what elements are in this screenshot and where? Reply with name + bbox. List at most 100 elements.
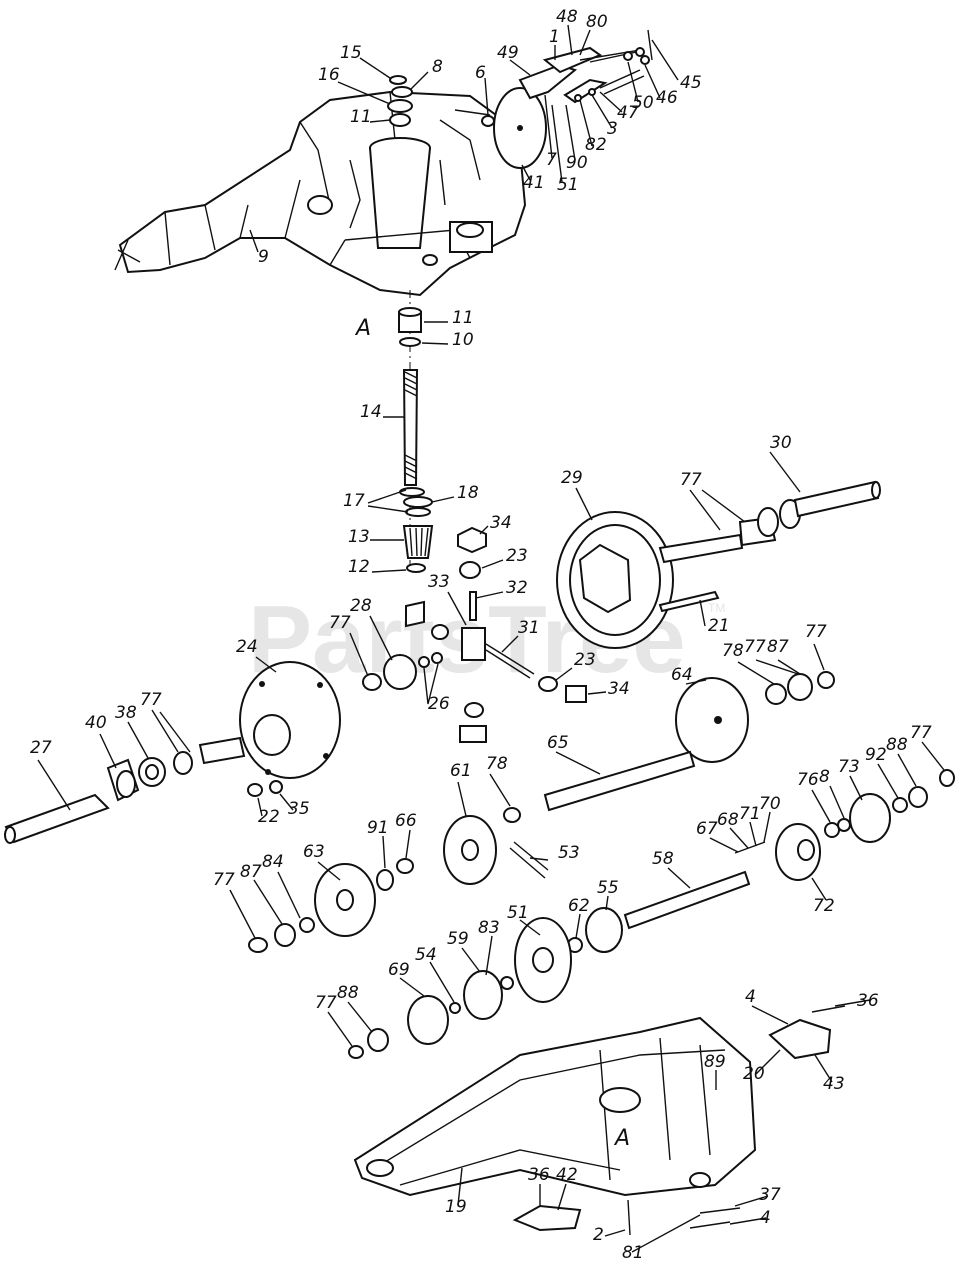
callout-c78a: 78 <box>722 641 744 661</box>
callout-c69: 69 <box>388 960 410 980</box>
axle-cover <box>239 661 341 779</box>
callout-c65: 65 <box>547 733 569 753</box>
callout-c45: 45 <box>680 73 702 93</box>
callout-c49: 49 <box>497 43 519 63</box>
callout-c54: 54 <box>415 945 437 965</box>
axle-housing-upper <box>114 90 527 297</box>
callout-c12: 12 <box>348 557 370 577</box>
callout-c64: 64 <box>671 665 693 685</box>
gear-64 <box>675 677 749 763</box>
callout-c38: 38 <box>115 703 137 723</box>
callout-c89: 89 <box>704 1052 726 1072</box>
section-mark-mA2: A <box>613 1126 630 1151</box>
washer-15 <box>389 75 407 85</box>
callout-c82: 82 <box>585 135 607 155</box>
callout-c77f: 77 <box>213 870 235 890</box>
callout-c13: 13 <box>348 527 370 547</box>
callout-c3: 3 <box>607 119 618 139</box>
callout-c72: 72 <box>813 896 835 916</box>
callout-c11a: 11 <box>350 107 372 127</box>
axle-shaft-30 <box>658 533 744 564</box>
callout-c51b: 51 <box>507 903 529 923</box>
section-mark-mA1: A <box>354 316 371 341</box>
callout-c19: 19 <box>445 1197 467 1217</box>
axle-housing-lower <box>353 1016 757 1197</box>
callout-c76: 76 <box>797 770 819 790</box>
callout-c31: 31 <box>518 618 540 638</box>
callout-c88b: 88 <box>337 983 359 1003</box>
callout-c88a: 88 <box>886 735 908 755</box>
callout-c46: 46 <box>656 88 678 108</box>
callout-c47: 47 <box>617 103 639 123</box>
callout-c15: 15 <box>340 43 362 63</box>
callout-c16: 16 <box>318 65 340 85</box>
callout-c68: 68 <box>717 810 739 830</box>
callout-c66: 66 <box>395 811 417 831</box>
callout-c91: 91 <box>367 818 389 838</box>
callout-c59: 59 <box>447 929 469 949</box>
callout-c37: 37 <box>759 1185 781 1205</box>
callout-c1: 1 <box>549 27 560 47</box>
callout-c27: 27 <box>30 738 52 758</box>
callout-c6: 6 <box>475 63 486 83</box>
callout-c32: 32 <box>506 578 528 598</box>
callout-c4a: 4 <box>745 987 756 1007</box>
callout-c61: 61 <box>450 761 472 781</box>
callout-c50: 50 <box>632 93 654 113</box>
collar-69 <box>407 995 449 1045</box>
callout-c14: 14 <box>360 402 382 422</box>
callout-c87b: 87 <box>240 862 262 882</box>
callout-c78b: 78 <box>486 754 508 774</box>
leader-lines <box>37 24 945 1253</box>
callout-c22: 22 <box>258 807 280 827</box>
washer-10 <box>399 337 421 347</box>
shaft-65 <box>543 750 696 812</box>
callout-c11b: 11 <box>452 308 474 328</box>
axle-shaft-27 <box>4 793 110 844</box>
callout-c90: 90 <box>566 153 588 173</box>
gear-73 <box>849 793 891 843</box>
callout-c67: 67 <box>696 819 718 839</box>
callout-c73: 73 <box>838 757 860 777</box>
callout-c53: 53 <box>558 843 580 863</box>
callout-c80: 80 <box>586 12 608 32</box>
callout-c35: 35 <box>288 799 310 819</box>
callout-c8a: 8 <box>432 57 443 77</box>
callout-c55: 55 <box>597 878 619 898</box>
callout-c92: 92 <box>865 745 887 765</box>
bracket-42 <box>512 1204 582 1232</box>
callout-c70: 70 <box>759 794 781 814</box>
callout-c21: 21 <box>708 616 730 636</box>
callout-c18: 18 <box>457 483 479 503</box>
callout-c83: 83 <box>478 918 500 938</box>
callout-c71: 71 <box>739 804 761 824</box>
callout-c77h: 77 <box>315 993 337 1013</box>
callout-c84: 84 <box>262 852 284 872</box>
callout-c23a: 23 <box>506 546 528 566</box>
callout-c42: 42 <box>556 1165 578 1185</box>
gear-28 <box>383 654 417 690</box>
callout-c9: 9 <box>258 247 269 267</box>
callout-c29: 29 <box>561 468 583 488</box>
callout-c33: 33 <box>428 572 450 592</box>
callout-c26: 26 <box>428 694 450 714</box>
callout-c51a: 51 <box>557 175 579 195</box>
gear-55 <box>585 907 623 953</box>
callout-c8b: 8 <box>819 767 830 787</box>
callout-c58: 58 <box>652 849 674 869</box>
callout-c17: 17 <box>343 491 365 511</box>
differential-assembly <box>405 526 587 743</box>
callout-c34b: 34 <box>608 679 630 699</box>
callout-c41: 41 <box>523 173 545 193</box>
callout-c77d: 77 <box>805 622 827 642</box>
callout-c10: 10 <box>452 330 474 350</box>
callout-c36a: 36 <box>857 991 879 1011</box>
callout-c81: 81 <box>622 1243 644 1263</box>
callout-c87a: 87 <box>767 637 789 657</box>
callout-c63: 63 <box>303 842 325 862</box>
callout-c2: 2 <box>593 1225 604 1245</box>
callout-c23b: 23 <box>574 650 596 670</box>
shift-bracket-20 <box>768 1018 832 1060</box>
